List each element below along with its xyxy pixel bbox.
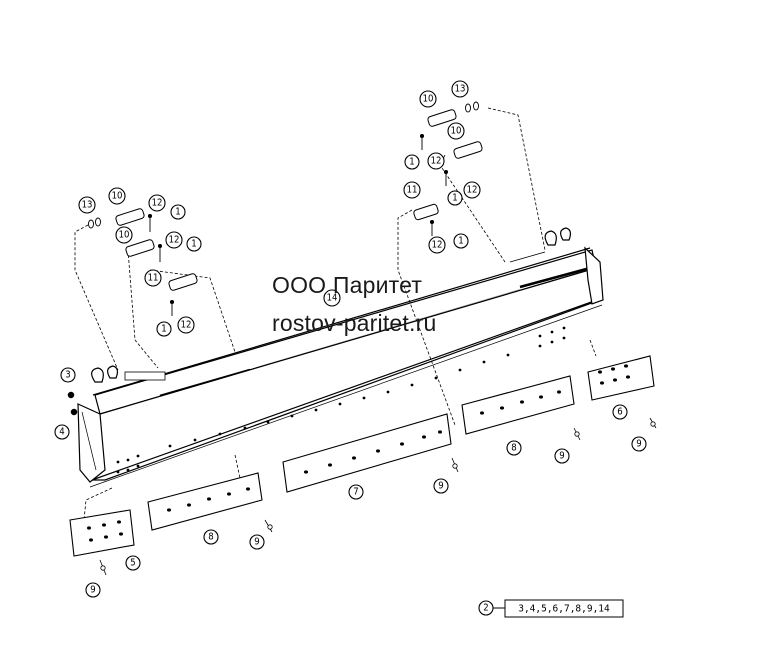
callout-9: 9 [554,448,570,464]
bolts [99,417,657,576]
svg-text:10: 10 [112,191,123,202]
svg-text:6: 6 [617,407,622,418]
svg-text:13: 13 [82,200,93,211]
svg-text:3: 3 [65,370,70,381]
svg-text:1: 1 [409,157,414,168]
callout-12: 12 [463,181,481,199]
svg-text:12: 12 [431,156,442,167]
wear-plate-8-left [147,472,263,531]
svg-text:8: 8 [208,532,213,543]
svg-text:11: 11 [407,185,418,196]
callout-12: 12 [428,236,446,254]
legend-ref: 2 [483,603,488,614]
svg-text:9: 9 [438,481,443,492]
svg-text:10: 10 [423,94,434,105]
legend-items: 3,4,5,6,7,8,9,14 [518,604,610,615]
svg-text:14: 14 [327,293,338,304]
wear-plate-6 [587,355,655,401]
svg-text:1: 1 [452,193,457,204]
watermark-site: rostov-paritet.ru [272,310,437,336]
svg-text:1: 1 [191,239,196,250]
callout-8: 8 [506,440,522,456]
callout-10: 10 [447,122,465,140]
callout-1: 1 [156,321,172,337]
svg-text:13: 13 [455,84,466,95]
callout-1: 1 [404,154,420,170]
callout-10: 10 [115,226,133,244]
callout-1: 1 [453,233,469,249]
watermark-company: ООО Паритет [272,272,423,298]
svg-text:1: 1 [161,324,166,335]
small-fasteners [67,101,479,416]
callout-14: 14 [323,289,341,307]
svg-text:12: 12 [152,198,163,209]
callout-13: 13 [78,196,96,214]
callout-10: 10 [419,90,437,108]
wear-plates [69,355,655,557]
callout-11: 11 [403,181,421,199]
callout-12: 12 [148,194,166,212]
callout-9: 9 [249,534,265,550]
callout-10: 10 [108,187,126,205]
callout-balloons: 13 10 12 1 10 12 1 11 1 12 10 13 10 1 12… [54,80,647,598]
wear-plate-8-right [461,375,575,435]
callout-4: 4 [54,424,70,440]
svg-text:12: 12 [467,185,478,196]
svg-text:10: 10 [451,126,462,137]
svg-text:5: 5 [130,558,135,569]
callout-12: 12 [177,316,195,334]
callout-1: 1 [447,190,463,206]
svg-text:9: 9 [254,537,259,548]
wear-plate-7 [282,413,452,493]
svg-text:10: 10 [119,230,130,241]
callout-13: 13 [451,80,469,98]
callout-9: 9 [433,478,449,494]
pins [115,109,483,291]
svg-text:9: 9 [559,451,564,462]
legend: 2 3,4,5,6,7,8,9,14 [478,599,624,618]
svg-text:1: 1 [458,236,463,247]
callout-9: 9 [631,436,647,452]
svg-text:12: 12 [181,320,192,331]
callout-12: 12 [165,231,183,249]
svg-text:12: 12 [169,235,180,246]
svg-text:4: 4 [59,427,64,438]
svg-text:7: 7 [353,487,358,498]
callout-8: 8 [203,529,219,545]
callout-3: 3 [60,367,76,383]
svg-text:11: 11 [148,273,159,284]
wear-plate-5 [69,509,135,557]
bucket-body [77,227,604,488]
callout-9: 9 [85,582,101,598]
callout-11: 11 [144,269,162,287]
svg-text:12: 12 [432,240,443,251]
callout-7: 7 [348,484,364,500]
callout-6: 6 [612,404,628,420]
svg-text:9: 9 [90,585,95,596]
callout-5: 5 [125,555,141,571]
svg-text:9: 9 [636,439,641,450]
callout-1: 1 [186,236,202,252]
callout-1: 1 [170,204,186,220]
svg-text:8: 8 [511,443,516,454]
svg-text:1: 1 [175,207,180,218]
callout-12: 12 [427,152,445,170]
wear-plate-holes [87,364,630,542]
